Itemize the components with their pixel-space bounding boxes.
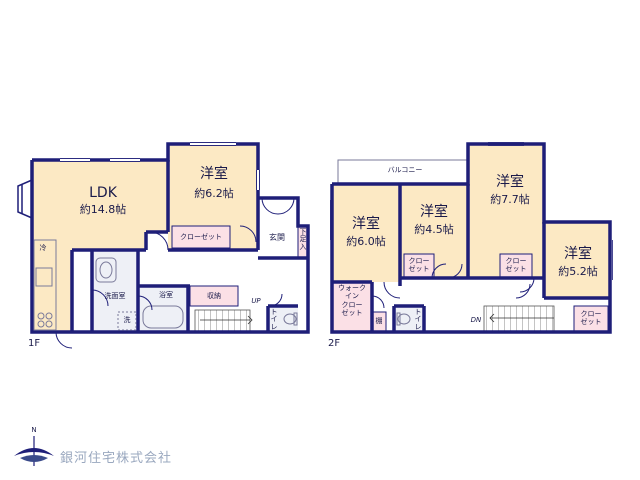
walkin-closet-label: ウォーク イン クロー ゼット	[338, 284, 366, 318]
stairs-up-arrow	[200, 315, 253, 325]
western-7-7-size: 約7.7帖	[490, 193, 530, 206]
stairs-2f	[483, 305, 555, 333]
stairs-down-arrow	[489, 313, 554, 323]
closet-4-5-label: クロー ゼット	[408, 257, 430, 274]
storage-label: 収納	[207, 292, 221, 300]
fridge-label: 冷	[39, 244, 47, 252]
toilet-2f-fill	[394, 306, 424, 332]
toilet-1f-label: トイレ	[270, 308, 278, 331]
bath-label: 浴室	[159, 291, 173, 299]
first-floor-label: 1F	[28, 338, 41, 349]
stairs-down-label: DN	[470, 316, 482, 324]
second-floor-windows	[330, 142, 613, 280]
western-6-2-closet: クローゼット	[180, 233, 222, 241]
ldk-name: LDK	[89, 185, 117, 201]
western-5-2-name: 洋室	[564, 246, 592, 262]
western-6-2-name: 洋室	[200, 166, 228, 182]
western-4-5-name: 洋室	[420, 204, 448, 220]
first-floor-doors	[55, 197, 295, 349]
western-6-2-size: 約6.2帖	[194, 187, 234, 200]
entrance-label: 玄関	[269, 233, 285, 242]
ldk-fill	[32, 160, 168, 332]
stairs-up-label: UP	[251, 297, 261, 305]
western-5-2-fill	[544, 222, 610, 298]
western-7-7-name: 洋室	[496, 174, 524, 190]
toilet-fixture-2f	[396, 312, 411, 326]
stairs-1f	[194, 309, 251, 333]
first-floor-fills	[32, 144, 309, 333]
first-floor-window-lines	[60, 142, 260, 190]
western-4-5-size: 約4.5帖	[414, 223, 454, 236]
second-floor-doors	[371, 263, 535, 309]
bath-fill	[138, 286, 188, 332]
bathtub	[142, 305, 184, 329]
balcony-label: バルコニー	[387, 166, 423, 174]
shelf-label: 棚	[375, 317, 383, 325]
second-floor-walls	[330, 142, 612, 334]
ldk-size: 約14.8帖	[79, 203, 127, 216]
toilet-1f-fill	[268, 306, 298, 332]
western-closet-fill	[171, 225, 231, 249]
second-floor-fills	[332, 144, 610, 333]
compass-north-label: N	[31, 426, 37, 434]
western-5-2-size: 約5.2帖	[558, 265, 598, 278]
washroom-label: 洗面室	[104, 292, 126, 300]
company-name: 銀河住宅株式会社	[60, 451, 173, 466]
wash-mark-label: 洗	[123, 316, 131, 324]
toilet-fixture-1f	[283, 312, 298, 326]
closet-7-7-fill	[499, 253, 533, 279]
closet-7-7-label: クロー ゼット	[505, 257, 527, 274]
western-6-0-size: 約6.0帖	[346, 235, 386, 248]
toilet-2f-label: トイレ	[414, 308, 422, 331]
compass-icon	[14, 436, 54, 466]
washroom-fill	[92, 250, 138, 332]
western-6-0-fill	[332, 184, 400, 282]
first-floor-windows	[60, 143, 259, 190]
western-6-0-name: 洋室	[352, 216, 380, 232]
closet-5-2-fill	[573, 305, 609, 333]
washroom-fixtures	[95, 257, 137, 331]
second-floor-label: 2F	[328, 338, 341, 349]
storage-fill	[189, 285, 239, 307]
walkin-fill	[332, 282, 372, 332]
kitchen-counter	[33, 239, 57, 331]
shoe-storage-label: 下足入	[299, 228, 307, 251]
closet-5-2-label: クロー ゼット	[580, 310, 602, 327]
bay-window	[17, 179, 33, 219]
